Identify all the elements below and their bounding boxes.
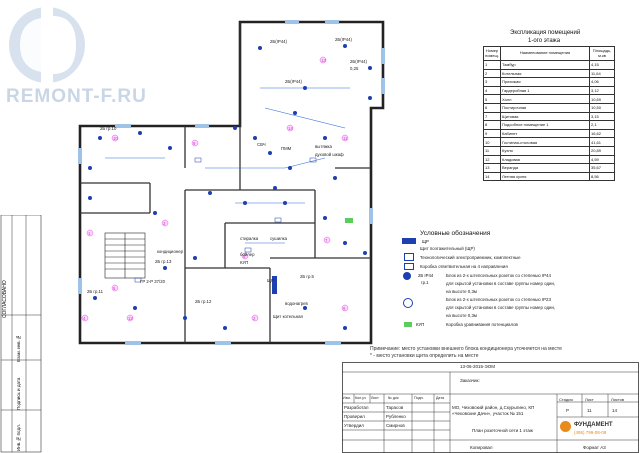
svg-text:ГР 2-Р 37/20: ГР 2-Р 37/20	[140, 279, 166, 284]
role-developed: Разработал	[344, 405, 369, 410]
svg-text:стиралка: стиралка	[240, 236, 259, 241]
svg-text:6: 6	[343, 306, 346, 311]
note-line-1: Примечание: место установки внешнего бло…	[370, 346, 562, 352]
appliance-symbol-icon	[404, 253, 414, 261]
svg-text:2Б гр.5: 2Б гр.5	[300, 274, 315, 279]
svg-text:2Б гр.13: 2Б гр.13	[155, 259, 172, 264]
junction-box-icon	[404, 263, 414, 270]
legend-title: Условные обозначения	[420, 230, 491, 237]
sheet-value: 11	[587, 408, 592, 413]
svg-text:СВЧ: СВЧ	[257, 142, 266, 147]
plan-labels: 2Б(IP44) 2Б(IP44) 2Б(IP44) 0,25 2Б(IP44)…	[87, 37, 367, 319]
svg-text:2: 2	[253, 316, 256, 321]
panel-marker	[272, 276, 277, 294]
inv-dup-label: Взам. инв.№	[16, 335, 21, 362]
svg-text:2Б гр.12: 2Б гр.12	[195, 299, 212, 304]
svg-text:14: 14	[288, 126, 293, 131]
svg-text:2Б(IP44): 2Б(IP44)	[350, 59, 367, 64]
address-line-1: МО, Чеховский район, д.Скурыгино, КП	[452, 405, 535, 410]
socket-markers	[88, 44, 372, 330]
table-header: Номер помещ. Наименование помещения Площ…	[483, 46, 615, 61]
inv-orig-label: Инв.№ подл.	[16, 424, 21, 451]
room-numbers: 13 11 14 9 10 1 3 5 4 12 2 6 7 8	[83, 58, 348, 321]
svg-text:2Б гр.10: 2Б гр.10	[100, 126, 117, 131]
svg-text:13: 13	[321, 58, 326, 63]
sheets-value: 14	[612, 408, 618, 413]
svg-text:4: 4	[83, 316, 86, 321]
copied-label: Копировал	[470, 445, 493, 450]
svg-text:10: 10	[113, 136, 118, 141]
svg-text:2Б(IP44): 2Б(IP44)	[270, 39, 287, 44]
explication-table: Номер помещ. Наименование помещения Площ…	[483, 46, 615, 182]
svg-text:5: 5	[113, 286, 116, 291]
svg-text:сушилка: сушилка	[270, 236, 288, 241]
socket-ip23-icon	[403, 298, 413, 308]
svg-text:1: 1	[88, 231, 91, 236]
wiring	[105, 87, 350, 244]
svg-text:духовой шкаф: духовой шкаф	[315, 152, 344, 157]
role-checked: Проверил	[344, 414, 365, 419]
svg-text:кондиционер: кондиционер	[157, 249, 184, 254]
windows	[78, 20, 385, 345]
inner-walls	[80, 22, 371, 343]
floor-plan: 2Б(IP44) 2Б(IP44) 2Б(IP44) 0,25 2Б(IP44)…	[78, 20, 385, 345]
svg-text:7: 7	[325, 238, 328, 243]
note-line-2: * - место установки щита определить на м…	[370, 353, 479, 359]
svg-text:КУП: КУП	[240, 260, 248, 265]
logo-text: REMONT-F.RU	[6, 86, 147, 107]
svg-text:8: 8	[243, 254, 246, 259]
logo-mark	[9, 7, 85, 83]
sheet-title: План розеточной сети 1 этаж	[472, 428, 533, 433]
stairs	[104, 232, 146, 279]
svg-text:2Б(IP44): 2Б(IP44)	[285, 79, 302, 84]
kup-symbol-icon	[404, 322, 412, 327]
svg-text:2Б гр.11: 2Б гр.11	[87, 289, 104, 294]
room-markers	[81, 56, 349, 322]
svg-text:ПММ: ПММ	[281, 146, 292, 151]
address-line-2: «Чеховские Дачи», участок № 151	[452, 411, 524, 416]
stage-value: Р	[566, 408, 570, 413]
svg-text:водонагрев: водонагрев	[285, 301, 309, 306]
role-approved: Утвердил	[344, 423, 364, 428]
svg-text:12: 12	[128, 316, 133, 321]
sign-date-label: Подпись и дата	[16, 377, 21, 410]
agreed-label: СОГЛАСОВАНО	[2, 280, 8, 318]
explication-subtitle: 1-ого этажа	[528, 38, 561, 44]
explication-title: Экспликация помещений	[510, 30, 581, 36]
svg-text:ЩР: ЩР	[267, 278, 274, 283]
panel-symbol-icon	[402, 238, 416, 244]
svg-text:вытяжка: вытяжка	[315, 144, 333, 149]
junction-boxes	[134, 157, 317, 283]
svg-text:бойлер: бойлер	[240, 252, 255, 257]
svg-text:Щит котельная: Щит котельная	[273, 314, 303, 319]
svg-text:2Б(IP44): 2Б(IP44)	[335, 37, 352, 42]
customer-label: Заказчик:	[460, 378, 480, 383]
svg-text:9: 9	[193, 141, 196, 146]
svg-text:11: 11	[343, 136, 348, 141]
kup-marker	[345, 218, 353, 223]
svg-text:3: 3	[163, 221, 166, 226]
company-logo-icon	[560, 421, 571, 432]
format-label: Формат А3	[583, 445, 606, 450]
svg-text:0,25: 0,25	[350, 66, 359, 71]
doc-code: 13-06-2015-ЭОМ	[460, 364, 496, 369]
socket-ip44-icon	[403, 272, 411, 280]
